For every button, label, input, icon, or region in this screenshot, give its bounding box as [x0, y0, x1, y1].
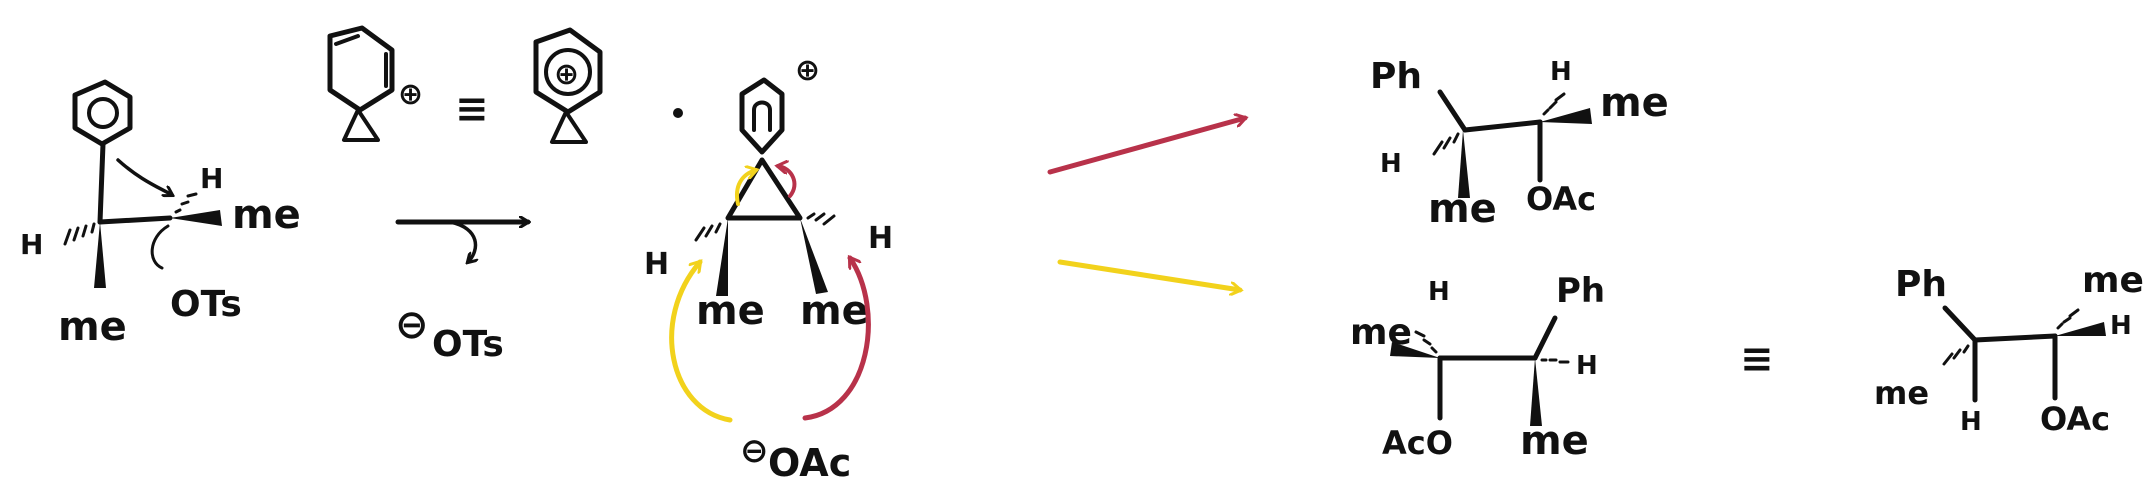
label-me: me: [1600, 80, 1669, 126]
label-me: me: [1874, 374, 1929, 412]
label-ph: Ph: [1370, 56, 1422, 97]
label-me: me: [232, 192, 301, 238]
delocalized-circle: [544, 48, 592, 96]
cyclohexadienyl-ring: [327, 25, 395, 113]
wedge-me-left: [716, 218, 728, 296]
c-c-bond: [1462, 119, 1543, 133]
label-me: me: [1520, 418, 1589, 464]
wedge-me-right: [800, 218, 828, 294]
label-me: me: [2082, 260, 2144, 301]
separator-dot: [673, 108, 683, 118]
hash-h: [1540, 358, 1570, 364]
label-h: H: [1576, 351, 1598, 381]
phenonium-ion: ⊕ H H me me ⊖ OAc: [644, 53, 893, 485]
c-c-bond: [1972, 333, 2058, 343]
label-ots: OTs: [432, 324, 504, 365]
hash-h: [1432, 132, 1460, 156]
hash-me: [2056, 308, 2080, 330]
spiro-cyclopropane: [550, 110, 588, 144]
wedge-me-left: [94, 222, 106, 288]
red-small-arrow: [778, 166, 797, 198]
arenium-ring: [533, 27, 603, 115]
ring-double-bond: [334, 34, 360, 46]
label-ots: OTs: [170, 284, 242, 325]
yellow-small-arrow: [735, 170, 756, 206]
wedge-me: [1530, 358, 1542, 426]
yellow-attack-arrow: [669, 262, 733, 423]
wedge-h: [2055, 322, 2106, 336]
label-minus: ⊖: [395, 302, 429, 348]
ring-arc: [752, 100, 772, 132]
cyclopropane: [725, 157, 803, 221]
label-h: H: [1550, 57, 1572, 87]
phenonium-ring: [739, 77, 785, 155]
label-me: me: [1428, 186, 1497, 232]
wedge-me: [1390, 342, 1440, 358]
red-pathway-arrow: [1047, 118, 1245, 175]
label-me: me: [1350, 312, 1412, 353]
hash-h: [1542, 92, 1566, 116]
label-plus: ⊕: [795, 53, 820, 88]
c-c-bond: [97, 215, 173, 225]
phenonium-resonance-2: ⊕: [533, 27, 603, 144]
label-oac: OAc: [2040, 400, 2110, 438]
ring-to-carbon-bond: [97, 141, 106, 225]
spiro-cyclopropane: [342, 108, 380, 142]
loss-arrow: [448, 220, 475, 262]
label-ph: Ph: [1895, 264, 1947, 305]
bond-ph: [1942, 305, 1978, 343]
wedge-me-right: [170, 210, 222, 226]
yellow-pathway-arrow: [1057, 259, 1240, 290]
label-me: me: [58, 304, 127, 350]
label-plus: ⊕: [398, 77, 423, 112]
label-equiv: ≡: [455, 86, 489, 132]
label-h: H: [644, 247, 669, 282]
starting-tosylate: H me H me OTs: [20, 79, 301, 350]
label-h: H: [1960, 407, 1982, 437]
label-h: H: [1428, 277, 1450, 307]
phenonium-resonance-1: ⊕: [327, 25, 423, 142]
phenyl-migration-arrow: [116, 158, 172, 195]
label-oac: OAc: [768, 441, 851, 485]
phenyl-ring: [72, 79, 133, 147]
label-plus: ⊕: [554, 57, 579, 92]
label-me: me: [800, 288, 869, 334]
hash-me: [1942, 344, 1970, 366]
product-bottom-redrawn: Ph me H me H OAc: [1874, 260, 2144, 438]
product-bottom: H me AcO Ph H me: [1350, 271, 1605, 464]
product-top: Ph H me H me OAc: [1370, 56, 1669, 232]
label-ph: Ph: [1556, 271, 1605, 311]
label-h: H: [868, 221, 893, 256]
hash-h-right: [174, 192, 198, 214]
label-me: me: [696, 288, 765, 334]
label-h: H: [1380, 149, 1402, 179]
label-aco: AcO: [1382, 424, 1453, 462]
bond-ph: [1437, 89, 1468, 133]
wedge-me: [1458, 130, 1470, 198]
ionization-step: ⊖ OTs: [395, 222, 528, 365]
red-attack-arrow: [802, 258, 871, 421]
hash-h-right: [806, 212, 836, 226]
hash-h: [1414, 330, 1438, 354]
leaving-group-arrow: [150, 224, 170, 270]
phenyl-aromatic-circle: [87, 97, 119, 129]
label-h: H: [2110, 311, 2132, 341]
wedge-me: [1540, 108, 1592, 124]
label-equiv: ≡: [1740, 336, 1774, 382]
label-minus: ⊖: [740, 431, 769, 471]
label-h: H: [200, 162, 223, 195]
hash-h-left: [63, 222, 96, 246]
hash-h-left: [694, 222, 722, 242]
bond-ph: [1532, 315, 1558, 361]
label-h: H: [20, 228, 43, 261]
label-oac: OAc: [1526, 180, 1596, 218]
